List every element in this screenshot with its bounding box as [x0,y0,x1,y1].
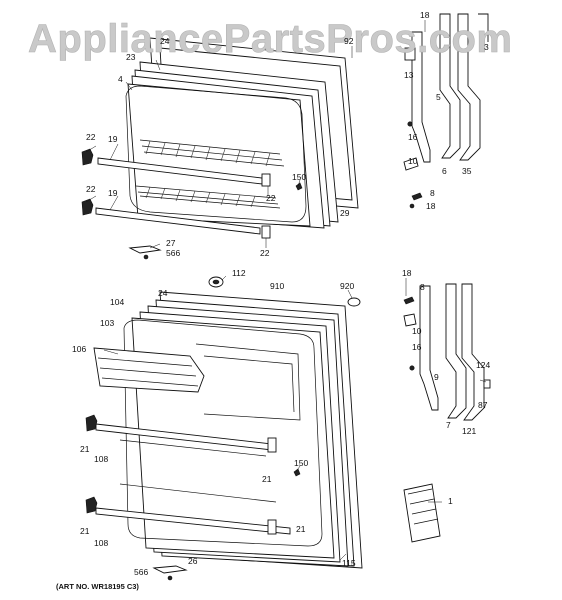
part-label: 26 [188,556,198,566]
part-label: 21 [80,526,90,536]
part-label: 108 [94,538,108,548]
part-labels: 18 24 92 3 23 13 4 5 22 19 16 10 150 22 … [72,10,490,577]
part-label: 121 [462,426,476,436]
freezer-door-hardware [403,13,489,209]
part-label: 21 [296,524,306,534]
part-label: 24 [160,36,170,46]
part-label: 19 [108,134,118,144]
art-number: (ART NO. WR18195 C3) [56,582,139,591]
part-label: 10 [408,156,418,166]
part-label: 16 [412,342,422,352]
part-label: 18 [402,268,412,278]
part-label: 150 [294,458,308,468]
part-label: 4 [118,74,123,84]
part-label: 18 [420,10,430,20]
part-label: 108 [94,454,108,464]
part-label: 10 [412,326,422,336]
part-label: 920 [340,281,354,291]
part-label: 22 [266,193,276,203]
freezer-door-assembly [81,37,359,260]
watermark: AppliancePartsPros.com [28,17,513,61]
part-label: 7 [446,420,451,430]
part-label: 103 [100,318,114,328]
part-label: 18 [426,201,436,211]
part-label: 16 [408,132,418,142]
part-label: 29 [340,208,350,218]
part-label: 5 [436,92,441,102]
part-label: 910 [270,281,284,291]
part-label: 22 [86,184,96,194]
part-label: 115 [342,558,356,568]
leader-lines [85,20,487,561]
part-label: 150 [292,172,306,182]
part-label: 21 [262,474,272,484]
part-label: 9 [434,372,439,382]
fresh-food-door-assembly [85,276,363,581]
part-label: 22 [260,248,270,258]
part-label: 8 [420,282,425,292]
part-label: 112 [232,268,246,278]
part-label: 566 [134,567,148,577]
part-label: 24 [158,288,168,298]
part-label: 22 [86,132,96,142]
part-label: 1 [448,496,453,506]
part-label: 21 [80,444,90,454]
part-label: 87 [478,400,488,410]
part-label: 106 [72,344,86,354]
part-label: 6 [442,166,447,176]
part-label: 566 [166,248,180,258]
part-label: 35 [462,166,472,176]
part-label: 23 [126,52,136,62]
part-label: 27 [166,238,176,248]
part-label: 19 [108,188,118,198]
part-label: 92 [344,36,354,46]
part-label: 124 [476,360,490,370]
part-label: 8 [430,188,435,198]
part-label: 13 [404,70,414,80]
fresh-food-door-hardware [403,283,491,543]
part-label: 104 [110,297,124,307]
part-label: 3 [484,42,489,52]
